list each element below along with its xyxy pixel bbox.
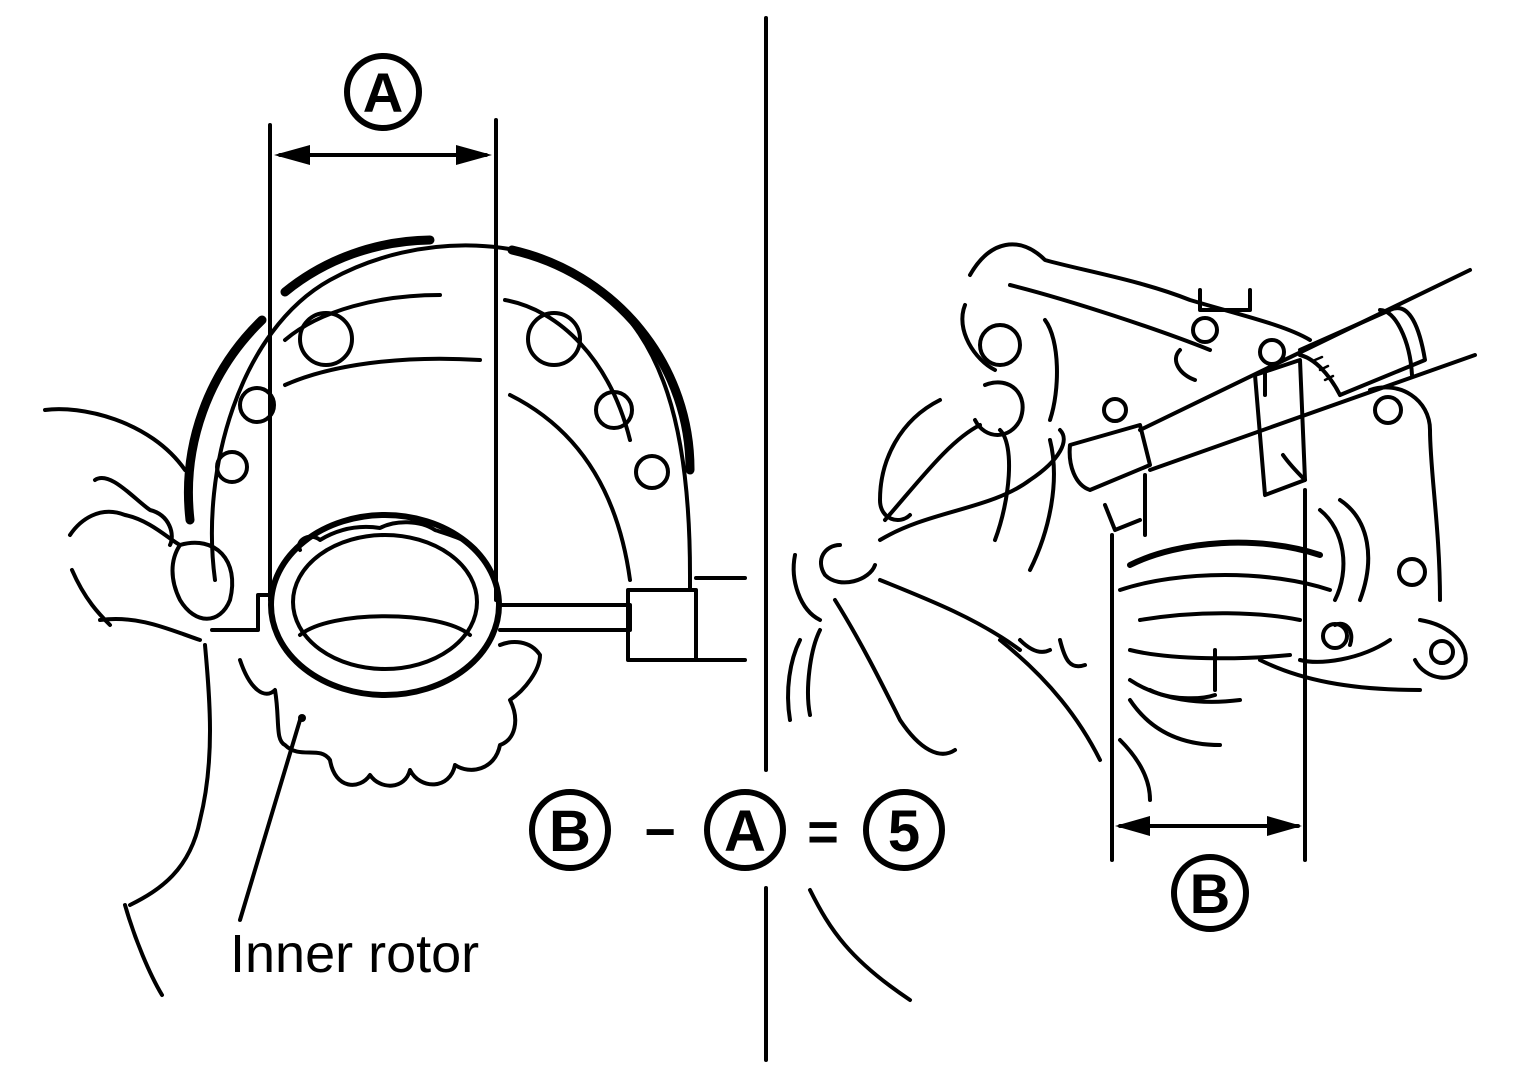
hand-contour — [808, 888, 912, 1002]
formula-result: 5 — [863, 789, 945, 871]
inner-rotor-leader — [238, 718, 302, 922]
right-hand — [786, 423, 1152, 802]
inner-rotor — [238, 512, 542, 788]
left-hand — [43, 407, 235, 997]
dim-b-arrow — [1115, 816, 1302, 836]
svg-text:5: 5 — [888, 799, 920, 864]
micrometer-frame — [183, 235, 747, 662]
inner-rotor-label: Inner rotor — [230, 924, 479, 984]
bore-gauge — [1067, 268, 1477, 537]
formula: B − A = 5 — [529, 789, 945, 1002]
svg-text:B: B — [1190, 862, 1230, 925]
formula-term-a: A — [704, 789, 786, 871]
svg-text:A: A — [724, 799, 766, 864]
formula-minus: − — [644, 802, 676, 862]
dim-a-arrow — [274, 145, 492, 165]
svg-text:A: A — [363, 61, 403, 124]
left-panel: A — [43, 53, 747, 997]
dim-b-label: B — [1171, 854, 1249, 932]
dim-a-label: A — [344, 53, 422, 131]
formula-term-b: B — [529, 789, 611, 871]
formula-equals: = — [807, 802, 839, 862]
right-panel: B — [786, 242, 1477, 932]
svg-text:B: B — [549, 799, 591, 864]
pump-housing — [878, 242, 1468, 747]
